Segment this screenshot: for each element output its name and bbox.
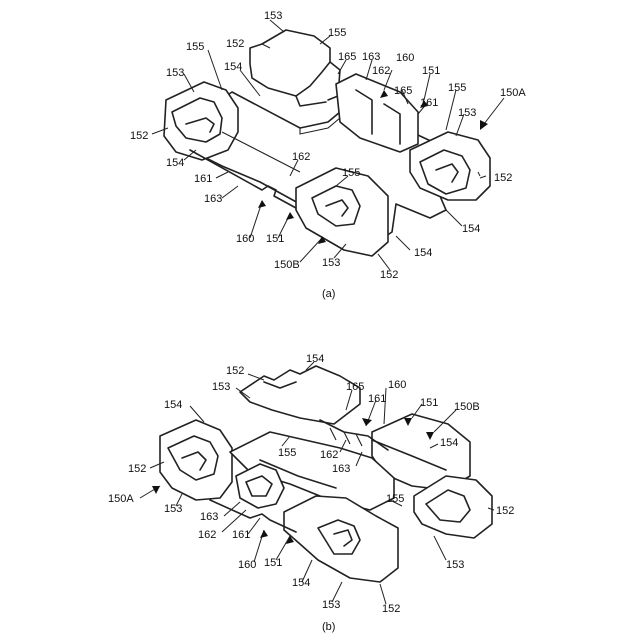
ref-label: 153 xyxy=(164,503,182,515)
ref-label: 154 xyxy=(164,399,182,411)
ref-label: 151 xyxy=(422,65,440,77)
ref-label: 163 xyxy=(200,511,218,523)
figure-a-caption: (a) xyxy=(322,288,335,300)
ref-label: 150B xyxy=(274,259,300,271)
ref-label: 160 xyxy=(396,52,414,64)
ref-label: 154 xyxy=(306,353,324,365)
ref-label: 154 xyxy=(462,223,480,235)
ref-label: 163 xyxy=(362,51,380,63)
ref-label: 165 xyxy=(394,85,412,97)
ref-label: 160 xyxy=(388,379,406,391)
ref-label: 154 xyxy=(414,247,432,259)
ref-label: 150A xyxy=(108,493,134,505)
ref-label: 153 xyxy=(264,10,282,22)
ref-label: 160 xyxy=(238,559,256,571)
ref-label: 152 xyxy=(130,130,148,142)
ref-label: 151 xyxy=(264,557,282,569)
ref-label: 152 xyxy=(226,365,244,377)
ref-label: 155 xyxy=(186,41,204,53)
figure-a: 153 155 152 155 165 163 160 153 154 162 … xyxy=(130,10,526,300)
ref-label: 153 xyxy=(212,381,230,393)
ref-label: 162 xyxy=(372,65,390,77)
figure-b: 152 154 153 165 160 154 161 151 150B 155… xyxy=(108,353,514,633)
ref-label: 152 xyxy=(380,269,398,281)
ref-label: 150A xyxy=(500,87,526,99)
ref-label: 150B xyxy=(454,401,480,413)
ref-label: 153 xyxy=(166,67,184,79)
ref-label: 154 xyxy=(166,157,184,169)
ref-label: 161 xyxy=(232,529,250,541)
ref-label: 152 xyxy=(226,38,244,50)
ref-label: 154 xyxy=(292,577,310,589)
figure-b-drawing xyxy=(160,366,492,582)
ref-label: 161 xyxy=(368,393,386,405)
ref-label: 155 xyxy=(328,27,346,39)
ref-label: 155 xyxy=(386,493,404,505)
ref-label: 161 xyxy=(194,173,212,185)
ref-label: 154 xyxy=(224,61,242,73)
ref-label: 165 xyxy=(346,381,364,393)
ref-label: 163 xyxy=(332,463,350,475)
ref-label: 154 xyxy=(440,437,458,449)
ref-label: 152 xyxy=(496,505,514,517)
ref-label: 162 xyxy=(198,529,216,541)
ref-label: 151 xyxy=(266,233,284,245)
ref-label: 155 xyxy=(342,167,360,179)
ref-label: 155 xyxy=(278,447,296,459)
ref-label: 160 xyxy=(236,233,254,245)
ref-label: 153 xyxy=(322,257,340,269)
ref-label: 152 xyxy=(382,603,400,615)
ref-label: 165 xyxy=(338,51,356,63)
ref-label: 162 xyxy=(320,449,338,461)
ref-label: 163 xyxy=(204,193,222,205)
figure-b-caption: (b) xyxy=(322,621,335,633)
ref-label: 152 xyxy=(494,172,512,184)
ref-label: 155 xyxy=(448,82,466,94)
ref-label: 161 xyxy=(420,97,438,109)
ref-label: 153 xyxy=(458,107,476,119)
ref-label: 152 xyxy=(128,463,146,475)
ref-label: 151 xyxy=(420,397,438,409)
ref-label: 153 xyxy=(446,559,464,571)
ref-label: 162 xyxy=(292,151,310,163)
ref-label: 153 xyxy=(322,599,340,611)
